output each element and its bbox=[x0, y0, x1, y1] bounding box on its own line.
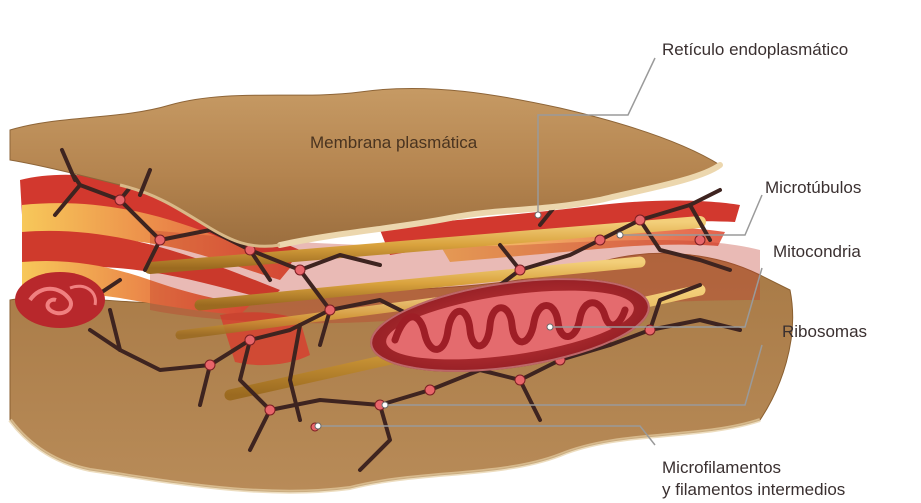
label-reticulo: Retículo endoplasmático bbox=[662, 40, 848, 60]
left-mitochondrion bbox=[15, 272, 105, 328]
label-filamentos-intermedios: y filamentos intermedios bbox=[662, 479, 845, 501]
membrane-label: Membrana plasmática bbox=[310, 133, 477, 153]
label-microfilamentos: Microfilamentos bbox=[662, 457, 781, 479]
label-mitocondria: Mitocondria bbox=[773, 242, 861, 262]
label-ribosomas: Ribosomas bbox=[782, 322, 867, 342]
label-microtubulos: Microtúbulos bbox=[765, 178, 861, 198]
